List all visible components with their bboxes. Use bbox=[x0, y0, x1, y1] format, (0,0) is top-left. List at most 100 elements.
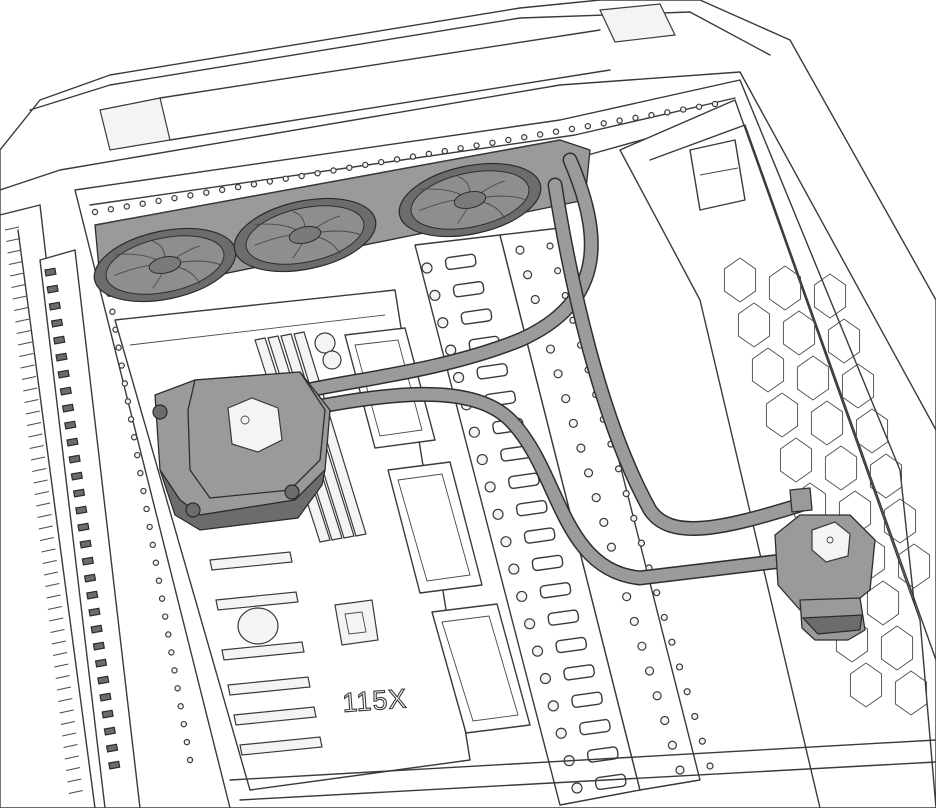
mount-hole bbox=[174, 685, 181, 692]
vent-slot bbox=[63, 744, 78, 748]
mount-hole bbox=[127, 416, 135, 423]
mesh-cell bbox=[813, 273, 847, 319]
mesh-cell bbox=[782, 310, 816, 356]
vent-slot bbox=[34, 491, 49, 495]
rail-hole bbox=[591, 493, 601, 503]
vent-slot bbox=[32, 468, 47, 472]
cable-cutouts bbox=[344, 327, 531, 734]
case-bottom bbox=[229, 739, 936, 801]
fan-hub bbox=[453, 190, 487, 210]
vent-slot bbox=[46, 594, 61, 599]
vent-slot bbox=[17, 341, 33, 346]
mesh-cell bbox=[855, 408, 889, 454]
vent-slot bbox=[49, 617, 64, 622]
mount-hole bbox=[152, 559, 160, 566]
mount-hole bbox=[298, 172, 305, 180]
side-vent-slots bbox=[4, 226, 83, 794]
top-radiator bbox=[93, 139, 591, 303]
rail-hole bbox=[660, 613, 668, 622]
rail-slot bbox=[531, 554, 564, 572]
vent-slot bbox=[24, 399, 39, 403]
mount-hole bbox=[568, 125, 576, 133]
mesh-cell bbox=[841, 363, 875, 409]
mount-hole bbox=[143, 505, 150, 513]
vent-slot bbox=[36, 502, 51, 507]
rail-slot bbox=[539, 582, 572, 599]
rail-hole bbox=[554, 267, 562, 275]
rail-hole bbox=[468, 426, 480, 438]
mount-hole bbox=[115, 344, 122, 351]
mount-hole bbox=[346, 164, 353, 171]
mount-hole bbox=[91, 208, 99, 216]
rail-hole bbox=[492, 508, 504, 520]
pump-reservoir bbox=[774, 487, 876, 641]
vent-hole bbox=[99, 692, 112, 702]
vent-slot bbox=[30, 456, 46, 461]
vent-slot bbox=[55, 675, 70, 679]
rail-hole bbox=[452, 371, 465, 384]
mesh-cell bbox=[897, 543, 931, 589]
rail-hole bbox=[576, 443, 586, 453]
vent-hole bbox=[105, 743, 119, 753]
rail-slot bbox=[571, 691, 603, 708]
vent-slot bbox=[27, 422, 42, 426]
vent-slot bbox=[15, 318, 30, 323]
rail-hole bbox=[614, 465, 623, 473]
vent-hole bbox=[97, 675, 110, 685]
mesh-cell bbox=[827, 318, 861, 364]
rail-hole bbox=[622, 592, 632, 602]
rail-hole bbox=[683, 688, 691, 696]
mount-hole bbox=[161, 613, 169, 620]
mesh-cell bbox=[751, 347, 785, 393]
rail-hole bbox=[637, 641, 647, 651]
vent-slot bbox=[60, 721, 75, 725]
rail-slot bbox=[476, 363, 509, 380]
rail-slot bbox=[579, 718, 611, 736]
vent-slot bbox=[14, 307, 29, 311]
vent-slot bbox=[45, 583, 60, 587]
vent-hole bbox=[55, 352, 68, 362]
rail-hole bbox=[668, 638, 676, 646]
rail-hole bbox=[675, 663, 684, 671]
pcie-slot bbox=[215, 591, 299, 611]
rail-hole bbox=[691, 712, 699, 721]
vent-slot bbox=[42, 560, 57, 564]
mount-hole bbox=[616, 117, 623, 124]
rail-slot bbox=[594, 773, 627, 791]
rail-hole bbox=[698, 737, 706, 745]
mount-hole bbox=[441, 147, 448, 155]
mount-hole bbox=[521, 134, 528, 141]
mount-hole bbox=[457, 145, 464, 152]
rail-hole bbox=[553, 369, 563, 379]
vent-slot bbox=[10, 272, 25, 277]
mount-hole bbox=[218, 186, 226, 194]
vent-slot bbox=[47, 606, 62, 610]
vent-hole bbox=[108, 760, 121, 770]
vent-slot bbox=[25, 410, 40, 415]
socket-label: 115X bbox=[341, 684, 408, 718]
mesh-cell bbox=[824, 445, 858, 491]
mesh-cell bbox=[768, 265, 802, 311]
vent-slot bbox=[67, 778, 82, 783]
rail-hole bbox=[568, 418, 578, 428]
vent-hole bbox=[72, 488, 86, 498]
vent-slot bbox=[33, 479, 48, 484]
mount-hole bbox=[234, 183, 242, 191]
rail-hole bbox=[476, 453, 488, 466]
left-side-panel bbox=[0, 204, 141, 808]
mount-hole bbox=[137, 469, 144, 477]
mesh-cell bbox=[810, 400, 844, 446]
vent-hole bbox=[57, 369, 70, 379]
rail-slot bbox=[547, 609, 580, 626]
rail-slot bbox=[563, 664, 595, 681]
rail-hole bbox=[515, 245, 525, 255]
rail-hole bbox=[652, 691, 662, 701]
rail-hole bbox=[561, 393, 571, 404]
mount-hole bbox=[473, 142, 480, 149]
rail-hole bbox=[571, 782, 583, 794]
vent-hole bbox=[94, 658, 108, 668]
mount-hole bbox=[250, 181, 258, 188]
vent-hole bbox=[90, 624, 103, 634]
mesh-cell bbox=[883, 498, 917, 544]
vent-hole bbox=[70, 471, 83, 481]
